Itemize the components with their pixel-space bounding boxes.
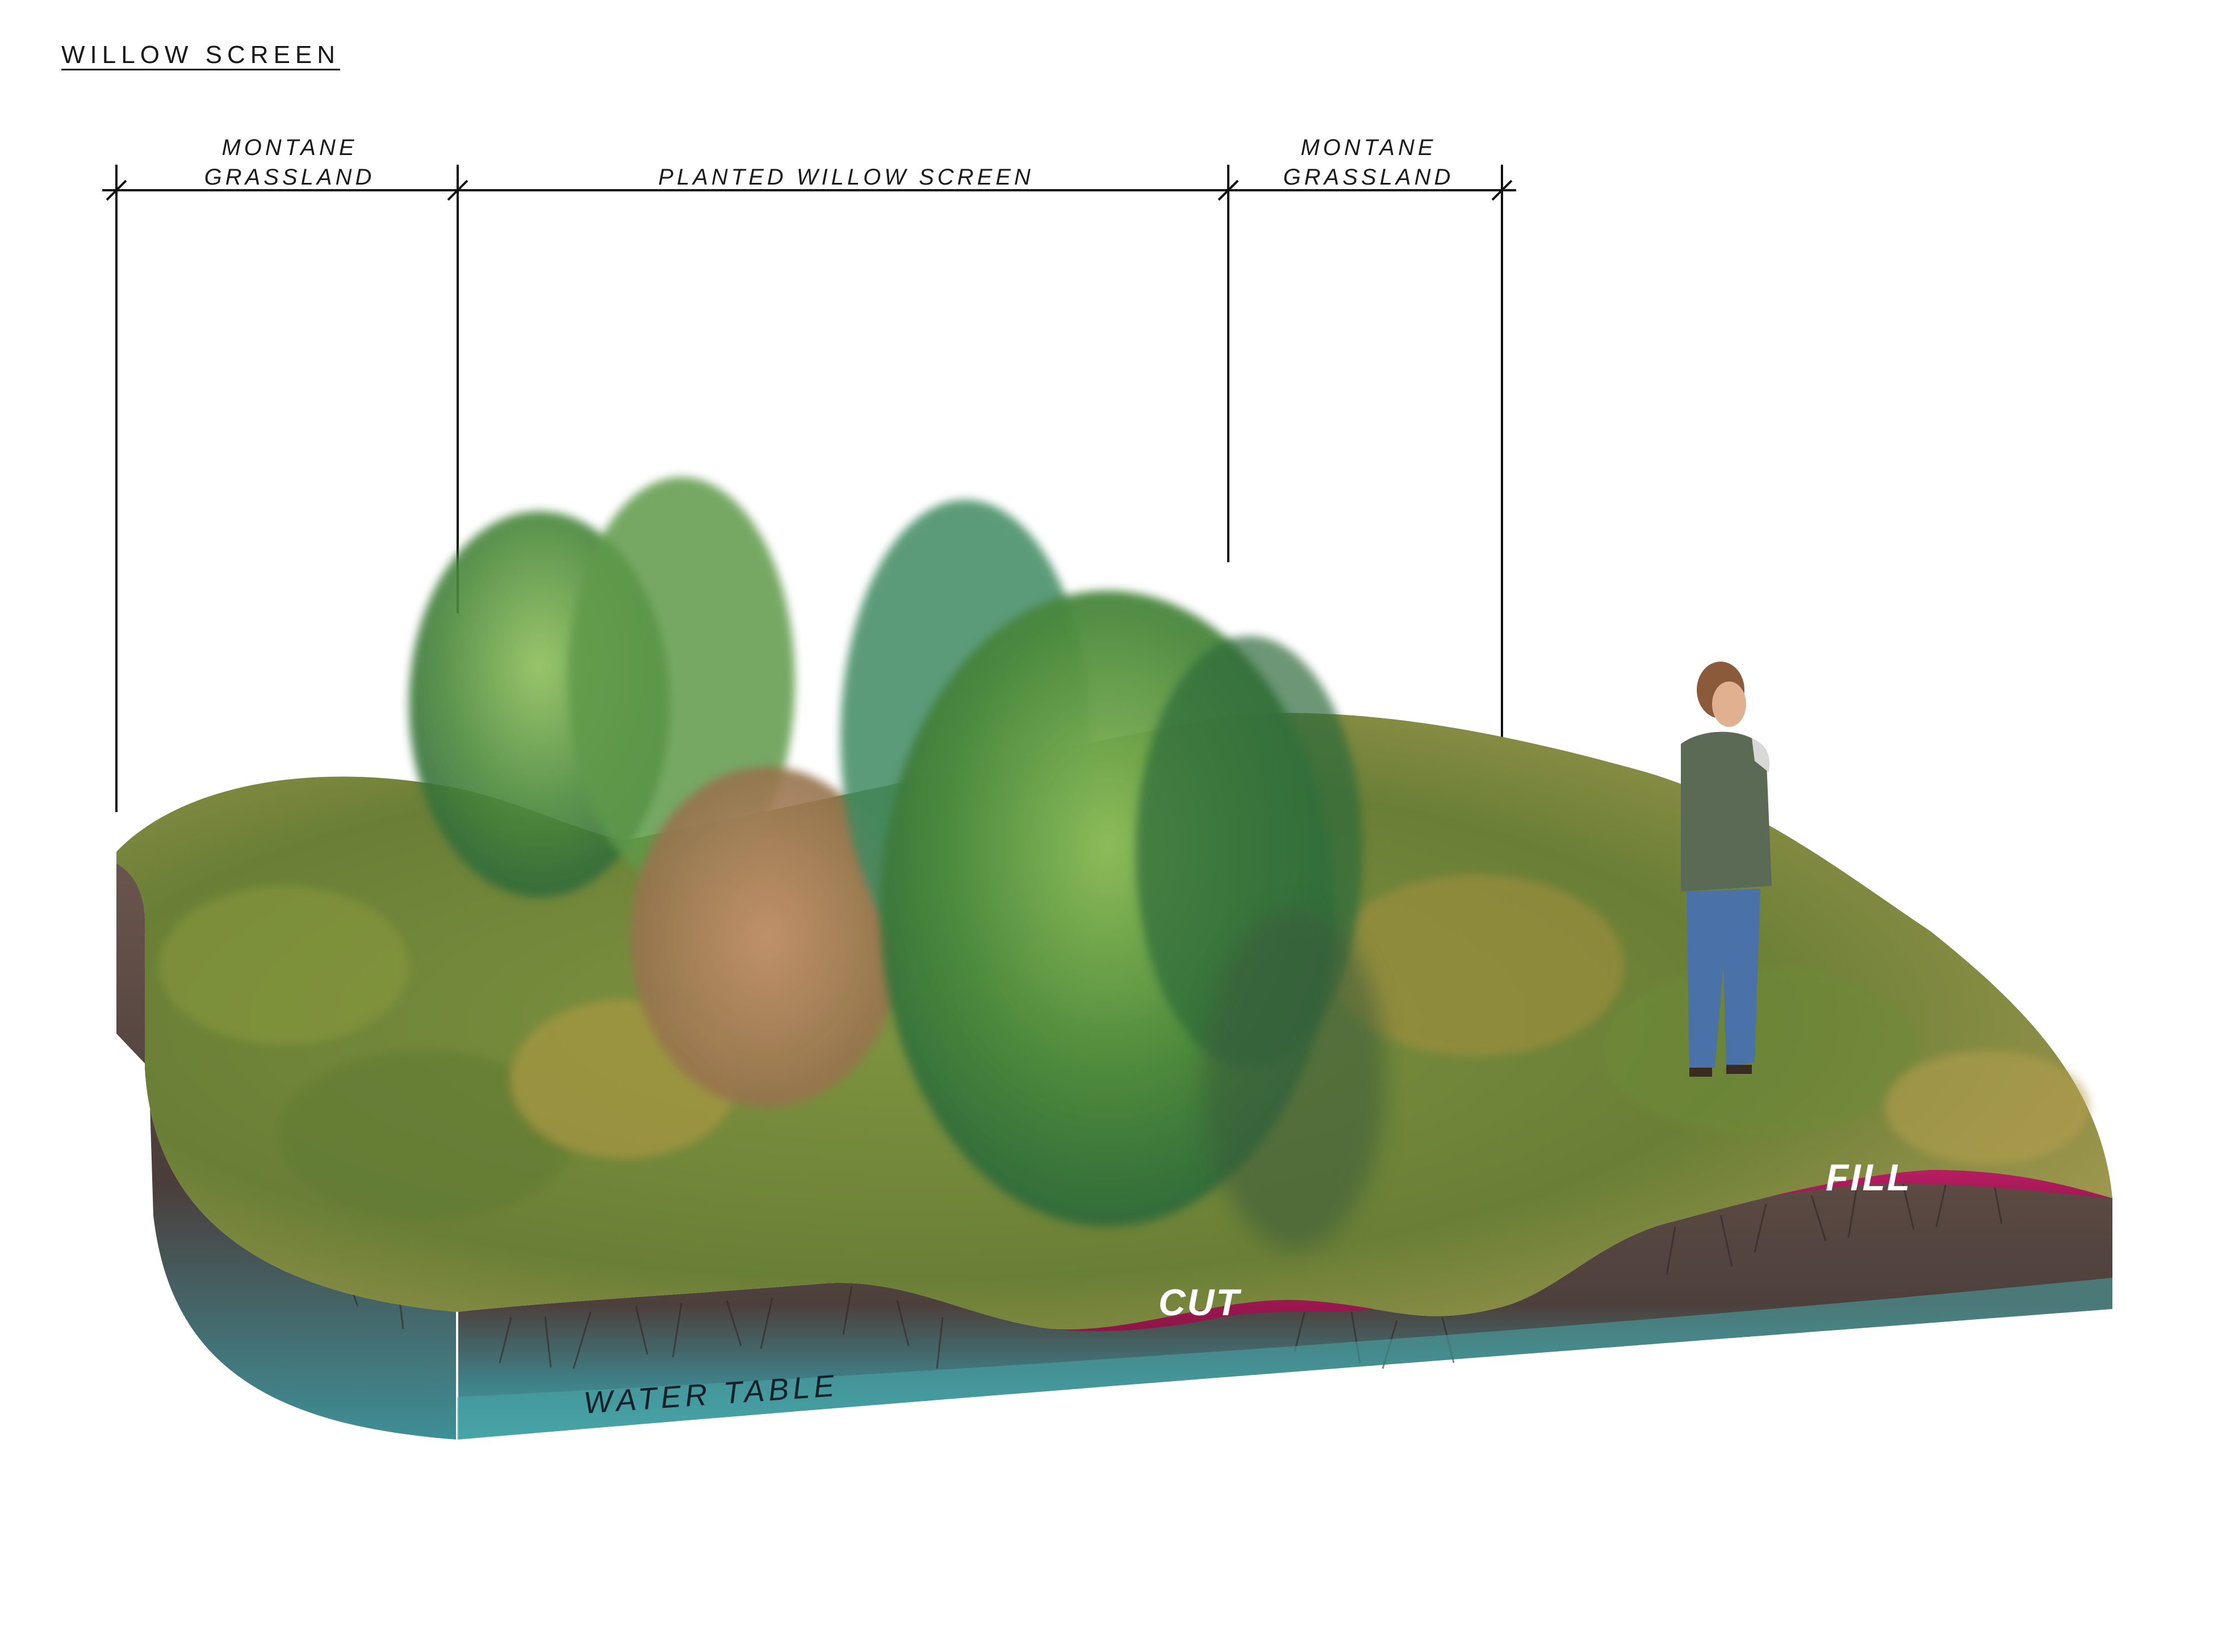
willow-screen-vegetation <box>409 477 1386 1249</box>
zone-label-line1 <box>613 133 1079 162</box>
zone-label-line2: GRASSLAND <box>204 165 375 190</box>
fill-label: FILL <box>1826 1156 1912 1198</box>
zone-label-montane-grassland-left: MONTANE GRASSLAND <box>170 133 409 192</box>
zone-label-montane-grassland-right: MONTANE GRASSLAND <box>1249 133 1488 192</box>
diagram-title: WILLOW SCREEN <box>61 41 341 69</box>
water-table-band <box>457 1278 2112 1440</box>
zone-label-line1: MONTANE <box>221 135 358 160</box>
soil-left-edge <box>116 863 457 1440</box>
zone-label-line1: MONTANE <box>1300 135 1437 160</box>
dimension-lines <box>102 165 1516 812</box>
cut-label: CUT <box>1158 1281 1241 1323</box>
zone-label-line2: PLANTED WILLOW SCREEN <box>658 165 1034 190</box>
grass-texture <box>159 875 2090 1221</box>
zone-label-planted-willow-screen: PLANTED WILLOW SCREEN <box>613 133 1079 192</box>
zone-label-line2: GRASSLAND <box>1283 165 1454 190</box>
person-scale-figure <box>1681 662 1772 1077</box>
